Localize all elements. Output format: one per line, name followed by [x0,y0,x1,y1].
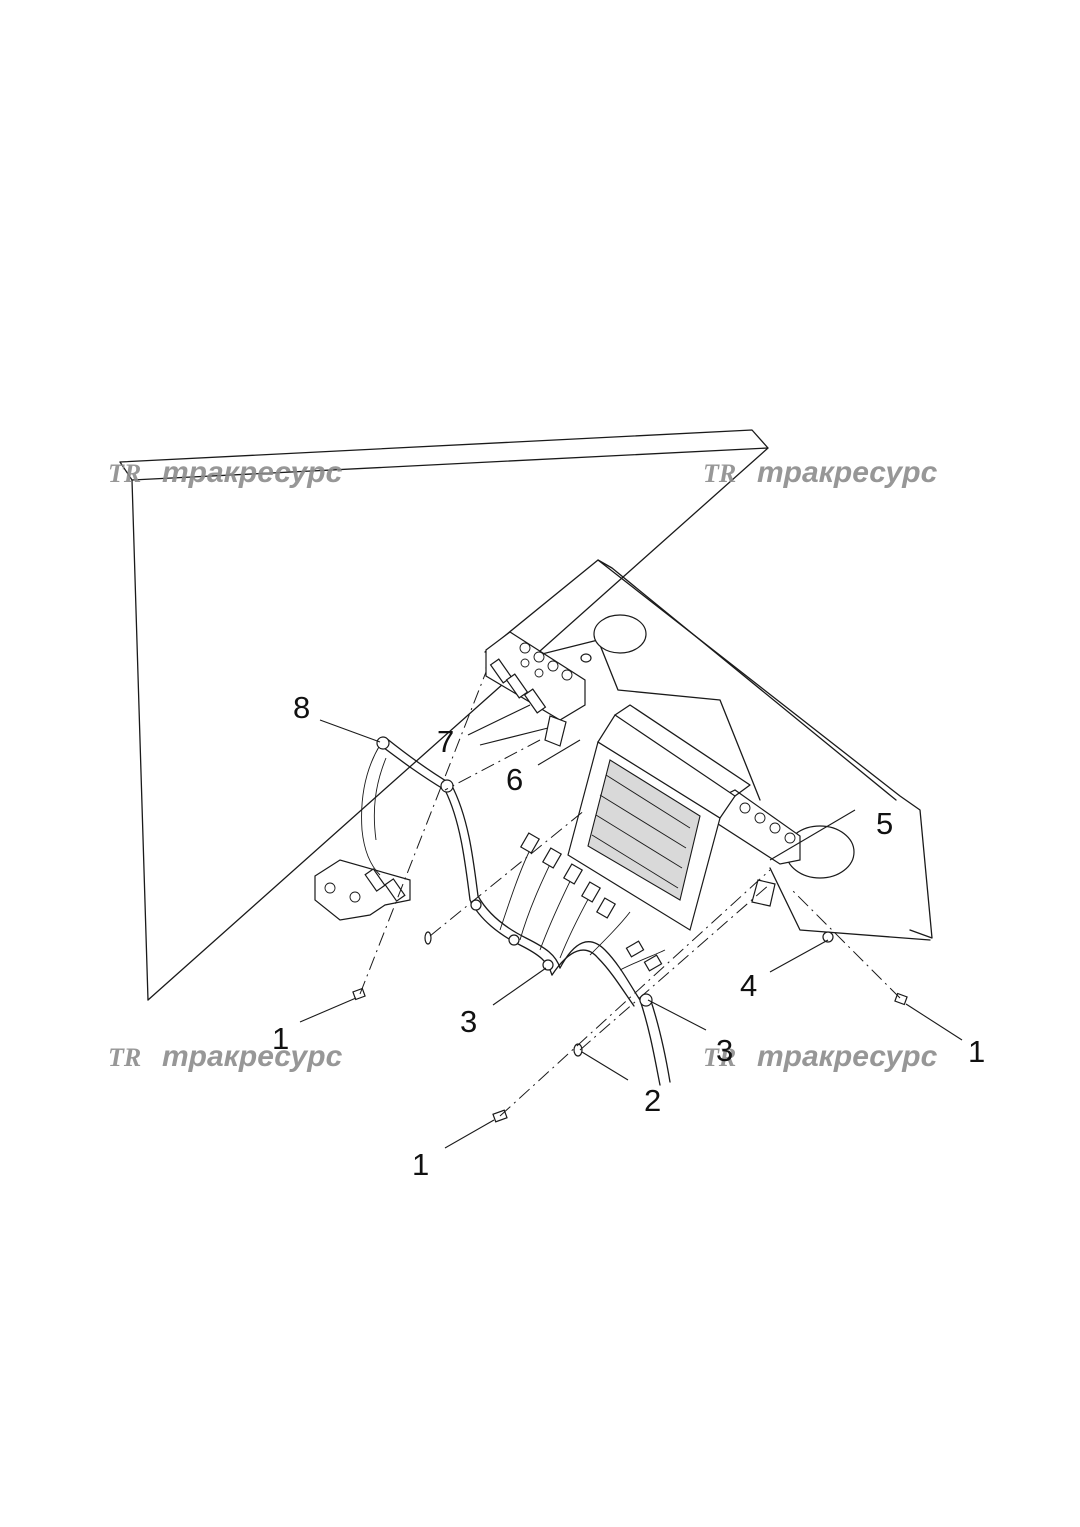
plate-hole-small [580,653,592,663]
callout-3-left: 3 [460,1004,477,1039]
frame-panel [119,429,769,1001]
mounting-plate [484,559,933,941]
watermark-logo: TR [108,459,141,488]
callout-2: 2 [644,1083,661,1118]
plate-hole-large [593,614,647,654]
watermark-bottom-left: TR тракресурс [108,1040,343,1073]
watermark-logo: TR [703,1043,736,1072]
assembly-lines [359,671,901,1117]
screw-left [352,987,366,1001]
callout-1-bottom: 1 [412,1147,429,1182]
callout-4: 4 [740,968,757,1003]
connectors [364,658,663,972]
wiring-harness [361,737,671,1086]
watermark-logo: TR [108,1043,141,1072]
terminal-block-upper [485,631,586,721]
clamps [352,715,908,1123]
callout-1-right: 1 [968,1034,985,1069]
leader-lines [299,704,963,1149]
bracket-5 [751,879,776,907]
callout-6: 6 [506,762,523,797]
callout-8: 8 [293,690,310,725]
watermark-logo: TR [703,459,736,488]
clamp-8 [376,736,390,750]
callouts: 8 7 6 5 4 3 3 2 1 1 1 [272,690,985,1182]
watermark-text: тракресурс [757,1040,938,1073]
washer-4 [822,931,834,943]
clamp-mid-2 [508,934,520,946]
control-unit [567,704,751,931]
callout-7: 7 [437,724,454,759]
bracket-7 [544,715,567,747]
washer-2 [573,1043,583,1057]
watermark-top-right: TR тракресурс [703,456,938,489]
washer-left [424,931,432,945]
watermark-text: тракресурс [757,456,938,489]
watermark-text: тракресурс [162,1040,343,1073]
callout-3-right: 3 [716,1033,733,1068]
watermark-text: тракресурс [162,456,343,489]
clamp-lower [639,993,653,1007]
callout-1-left: 1 [272,1021,289,1056]
terminal-block-left [314,859,411,921]
watermark-top-left: TR тракресурс [108,456,343,489]
callout-5: 5 [876,806,893,841]
clamp-mid-3 [542,959,554,971]
watermark-bottom-right: TR тракресурс [703,1040,938,1073]
clamp-mid-1 [470,899,482,911]
